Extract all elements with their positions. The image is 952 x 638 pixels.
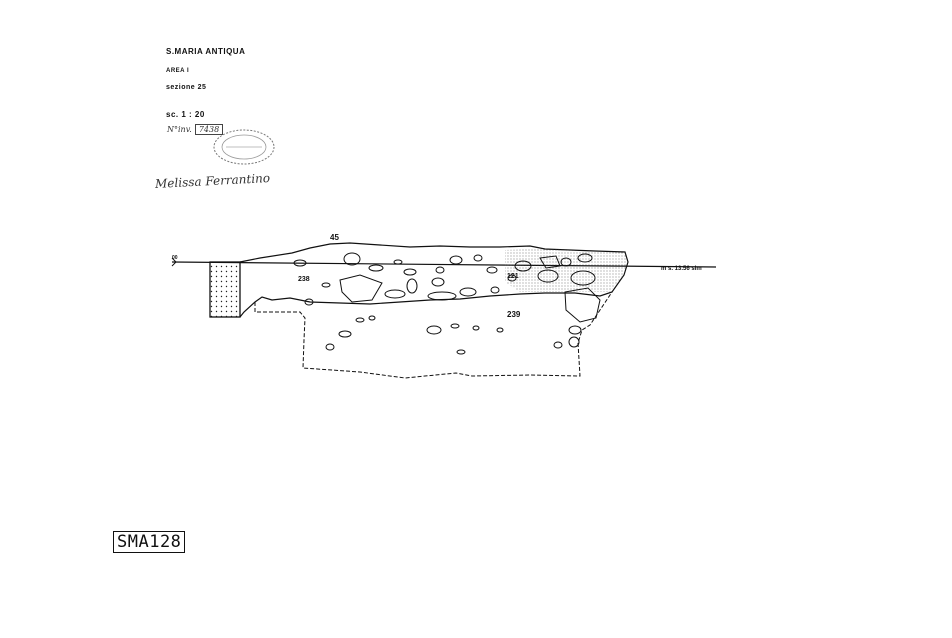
layer-label-45: 45 — [330, 233, 339, 242]
inventory-note: N°inv.7438 — [167, 124, 224, 135]
area-label: AREA I — [166, 68, 190, 74]
scale-label: sc. 1 : 20 — [166, 110, 205, 119]
layer-label-238: 238 — [298, 276, 310, 283]
datum-left-label: 00 — [172, 255, 178, 261]
stones — [293, 252, 601, 355]
archive-stamp-icon — [213, 129, 275, 165]
lower-layer-outline — [254, 291, 613, 379]
inventory-number: 7438 — [194, 124, 224, 135]
datum-line — [171, 261, 717, 268]
layer-label-121: 121 — [507, 273, 519, 280]
datum-elevation-label: m s. 13.56 slm — [661, 266, 702, 272]
site-title: S.MARIA ANTIQUA — [166, 47, 246, 56]
inventory-prefix: N°inv. — [167, 125, 192, 134]
reference-code-text: SMA128 — [117, 532, 182, 552]
speckled-fill-121 — [505, 249, 627, 292]
reference-code: SMA128 — [113, 531, 186, 553]
dotted-wall — [209, 261, 241, 318]
datum-tick — [171, 257, 177, 267]
layer-label-239: 239 — [507, 310, 521, 319]
section-label: sezione 25 — [166, 84, 207, 91]
